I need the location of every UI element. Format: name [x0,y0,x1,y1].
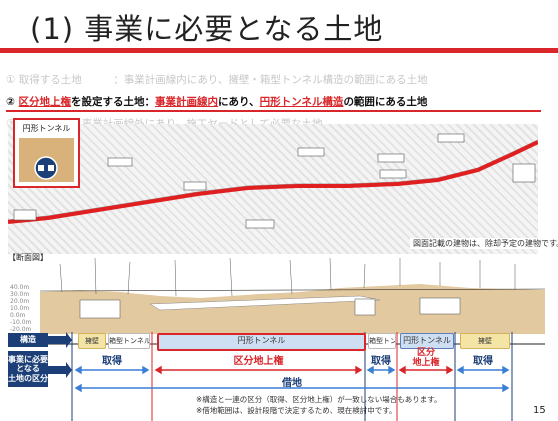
section-structure [354,298,376,316]
structure-cell: 擁壁 [78,333,106,349]
cross-section-label: 【断面図】 [8,253,48,262]
land-type-acquire: ① 取得する土地 ：事業計画線内にあり、擁壁・箱型トンネル構造の範囲にある土地 [6,74,428,86]
elevation-tick: 0.0m [10,312,26,319]
title-underline [0,48,558,53]
elevation-tick: 40.0m [10,284,30,291]
plan-line-term: 事業計画線内 [155,96,219,108]
segment-lease: 借地 [282,378,302,389]
plan-map [7,124,539,254]
map-label-box [297,147,325,157]
footnote: ※構造と一連の区分（取得、区分地上権）が一致しない場合もあります。 [196,395,442,404]
structure-cell: 擁壁 [460,333,510,349]
segment-superficies-2-line: 区分 [416,348,435,358]
superficies-term: 区分地上権 [18,96,72,108]
map-label-box [245,219,275,229]
structure-cell: 箱型トンネル [368,333,396,349]
route-map-svg [7,133,539,229]
map-label-box [437,133,465,143]
span-arrows [74,365,510,393]
circular-tunnel-cell-2: 円形トンネル [400,333,454,349]
segment-acquire-2: 取得 [371,356,391,367]
cross-section-svg [39,257,546,421]
circular-tunnel-inset: 円形トンネル [13,118,80,188]
map-label-box [379,169,407,179]
map-label-box [107,157,133,167]
elevation-tick: -20.0m [10,326,32,333]
elevation-tick: 10.0m [10,305,30,312]
superficies-text-2: にあり、 [218,96,260,108]
segment-superficies-1: 区分地上権 [233,356,284,367]
map-label-box [377,153,405,163]
map-label-box [183,181,207,191]
circular-tunnel-term: 円形トンネル構造 [259,96,344,108]
map-label-box [512,163,536,183]
elevation-tick: 20.0m [10,298,30,305]
land-division-label-line: 土地の区分 [8,373,48,383]
row-arrow-icon [48,362,72,378]
slide-title: (1) 事業に必要となる土地 [30,12,384,46]
segment-acquire-1: 取得 [102,356,122,367]
ground-profile [40,284,545,334]
section-callout-lines [59,257,516,297]
row-arrow-icon [48,332,72,348]
structure-cell: 箱型トンネル [108,333,150,349]
segment-acquire-3: 取得 [473,356,493,367]
footnote: ※借地範囲は、設計段階で決定するため、現在検討中です。 [196,406,397,415]
ground-surface-line [39,288,546,292]
segment-superficies-2: 区分 地上権 [400,348,452,369]
section-structure [79,299,121,319]
tunnel-inset-label: 円形トンネル [22,124,71,133]
elevation-tick: -10.0m [10,319,32,326]
circular-tunnel-cell: 円形トンネル [157,333,366,351]
project-route-line [7,140,539,224]
road-line [7,139,539,221]
land-division-row-label: 事業に必要 となる 土地の区分 [8,351,48,387]
highlight-underline [6,110,541,112]
elevation-tick: 30.0m [10,291,30,298]
page-number: 15 [533,405,546,416]
map-label-box [13,209,37,221]
superficies-text-3: の範囲にある土地 [343,96,428,108]
segment-superficies-2-line: 地上権 [412,357,440,368]
land-type-superficies: ② 区分地上権を設定する土地：事業計画線内にあり、円形トンネル構造の範囲にある土… [6,94,427,109]
tunnel-cross-section-icon [34,156,58,180]
structure-row-label: 構造 [8,333,48,347]
map-caption: 図面記載の建物は、除却予定の建物です。 [410,238,558,249]
land-division-label-line: 事業に必要 [8,355,48,365]
section-tunnel-band [149,295,381,311]
section-structure [419,297,461,315]
land-division-label-line: となる [16,364,40,374]
superficies-text-1: を設定する土地： [71,96,156,108]
land-type-superficies-number: ② [6,96,15,108]
